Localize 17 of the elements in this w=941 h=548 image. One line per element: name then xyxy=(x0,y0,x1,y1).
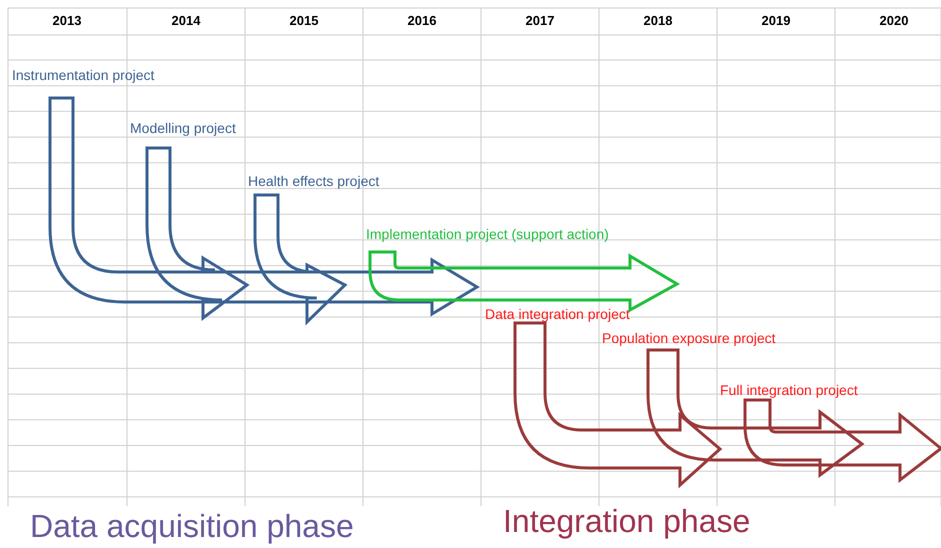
project-label: Health effects project xyxy=(248,173,380,189)
year-label: 2014 xyxy=(170,13,202,29)
project-label: Population exposure project xyxy=(602,330,776,346)
project-label: Modelling project xyxy=(130,120,236,136)
phase-label: Integration phase xyxy=(503,503,750,539)
year-label: 2019 xyxy=(760,13,792,29)
project-label: Data integration project xyxy=(485,306,630,322)
year-label: 2020 xyxy=(878,13,910,29)
project-label: Instrumentation project xyxy=(12,67,154,83)
year-label: 2013 xyxy=(52,13,82,29)
year-label: 2017 xyxy=(524,13,556,29)
project-label: Implementation project (support action) xyxy=(366,226,609,242)
year-label: 2018 xyxy=(642,13,674,29)
phase-label: Data acquisition phase xyxy=(30,508,354,544)
project-label: Full integration project xyxy=(720,382,858,398)
year-label: 2015 xyxy=(288,13,320,29)
year-label: 2016 xyxy=(406,13,438,29)
